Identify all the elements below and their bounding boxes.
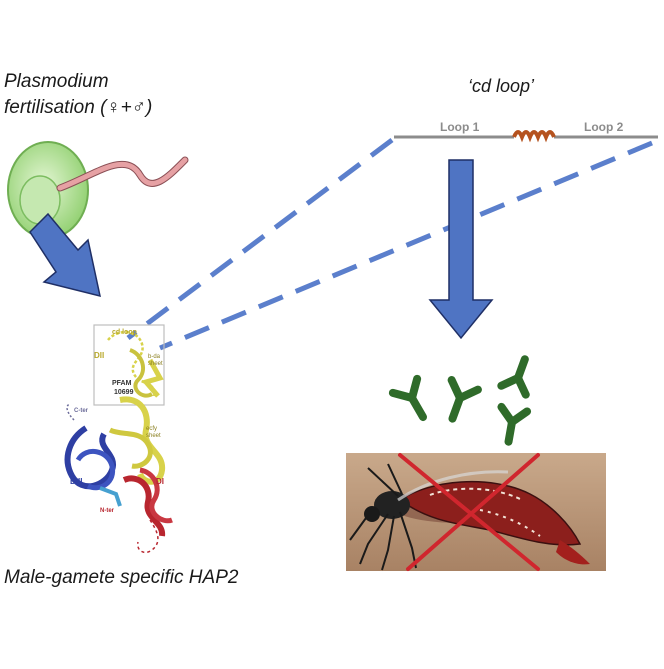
diii-domain-b [75, 449, 116, 491]
protein-label-n-ter: N-ter [100, 508, 115, 514]
protein-label-cd-loop: cd loop [112, 329, 137, 336]
protein-label-pfam-1: PFAM [112, 380, 132, 387]
gamete-cell-illustration [7, 141, 189, 239]
dii-lower [108, 427, 153, 469]
protein-label-bsheet-1: b-da [148, 354, 161, 360]
antibodies [388, 355, 532, 446]
mosquito-legs [359, 463, 417, 571]
pfam-box [93, 324, 165, 406]
protein-label-di: DI [156, 477, 164, 486]
cd-loop-title: ‘cd loop’ [468, 76, 535, 96]
antibody-3 [497, 355, 530, 399]
mosquito-wing [397, 470, 509, 502]
antibody-2 [447, 376, 482, 423]
protein-label-diii: DIII [70, 477, 82, 486]
arrow-to-protein [29, 212, 101, 298]
title-line-fertilisation: fertilisation (♀+♂) [4, 97, 153, 118]
hap2-protein-structure: cd loop DII b-da sheet PFAM 10699 C-ter … [64, 324, 173, 554]
abdomen-markings [429, 487, 521, 500]
dii-sheet [141, 358, 164, 398]
mosquito-head [364, 506, 380, 522]
cell-nucleus [19, 175, 61, 225]
protein-label-c-ter: C-ter [74, 408, 89, 414]
mosquito-proboscis [349, 517, 367, 541]
c-ter-trace [66, 403, 75, 421]
protein-label-pfam-2: 10699 [114, 389, 134, 396]
blood-drop [556, 540, 590, 565]
cd-loop-schematic: Loop 1 Loop 2 [394, 120, 658, 143]
bottom-caption: Male-gamete specific HAP2 [4, 567, 239, 588]
protein-label-ecfy-1: ecfy [146, 426, 157, 432]
title-line-plasmodium: Plasmodium [4, 71, 109, 92]
n-ter-helix [99, 486, 122, 507]
zoom-dashed-lines [126, 138, 653, 351]
loop2-label: Loop 2 [584, 120, 624, 134]
protein-label-bsheet-2: sheet [148, 361, 163, 367]
male-gamete [57, 157, 188, 191]
di-loop-trace [136, 519, 159, 554]
red-cross-mark [398, 453, 540, 571]
di-domain-a [122, 475, 166, 537]
dii-beta [129, 348, 154, 398]
antibody-1 [388, 374, 427, 422]
di-domain-b [139, 467, 173, 524]
protein-label-ecfy-2: sheet [146, 433, 161, 439]
zoom-line-lower [159, 140, 653, 351]
helix-shape [512, 130, 556, 143]
dii-core [119, 396, 166, 485]
zoom-line-upper [126, 138, 394, 340]
antibody-4 [497, 402, 532, 446]
protein-label-dii: DII [94, 351, 104, 360]
arrow-to-antibodies [428, 159, 494, 340]
loop1-label: Loop 1 [440, 120, 480, 134]
